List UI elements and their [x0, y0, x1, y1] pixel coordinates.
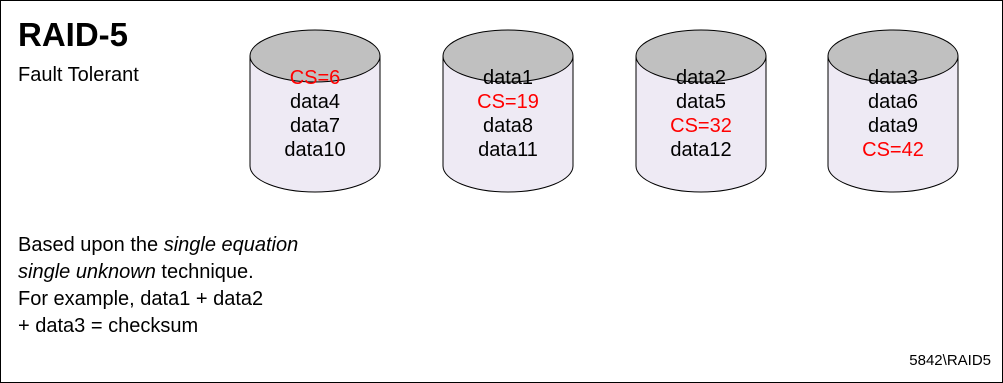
disk-3-cap [635, 29, 767, 83]
description-line-4: + data3 = checksum [18, 315, 199, 337]
data-block-label: data5 [676, 91, 726, 113]
disk-4-cap [827, 29, 959, 83]
data-block-label: data2 [676, 67, 726, 89]
disk-1-body [249, 55, 381, 193]
checksum-label: CS=19 [477, 91, 539, 113]
data-block-label: data8 [483, 115, 533, 137]
slide-title: RAID-5 [18, 16, 129, 53]
data-block-label: data12 [670, 139, 731, 161]
disk-3-body [635, 55, 767, 193]
description-text: Based upon the [18, 234, 164, 256]
description-line-3: For example, data1 + data2 [18, 288, 264, 310]
description: Based upon the single equation single un… [18, 232, 298, 340]
slide-subtitle: Fault Tolerant [18, 64, 139, 86]
data-block-label: data7 [290, 115, 340, 137]
checksum-label: CS=42 [862, 139, 924, 161]
data-block-label: data10 [284, 139, 345, 161]
data-block-label: data9 [868, 115, 918, 137]
data-block-label: data1 [483, 67, 533, 89]
description-text-2: technique. [155, 261, 254, 283]
description-italic-1: single equation [163, 234, 299, 256]
data-block-label: data3 [868, 67, 918, 89]
disk-4-body [827, 55, 959, 193]
checksum-label: CS=32 [670, 115, 732, 137]
data-block-label: data11 [478, 139, 538, 161]
description-italic-2: single unknown [18, 261, 156, 283]
checksum-label: CS=6 [290, 67, 341, 89]
disk-2-cap [442, 29, 574, 83]
data-block-label: data4 [290, 91, 340, 113]
disk-1-cap [249, 29, 381, 83]
data-block-label: data6 [868, 91, 918, 113]
disk-2-body [442, 55, 574, 193]
slide-footer-id: 5842\RAID5 [909, 352, 991, 369]
